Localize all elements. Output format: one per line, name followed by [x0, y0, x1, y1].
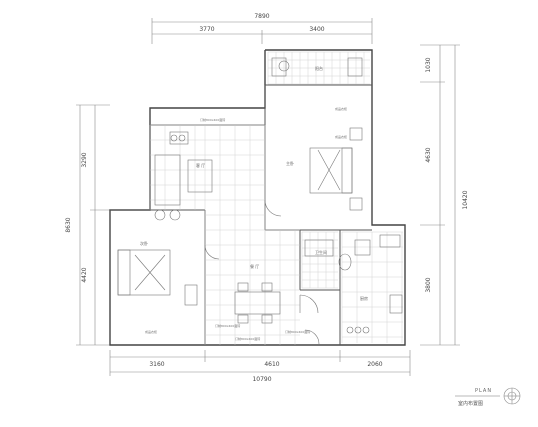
room-balcony: 阳台	[315, 65, 323, 71]
note-2: 成品衣柜	[335, 106, 347, 111]
room-second: 次卧	[140, 240, 148, 246]
dim-bottom-total: 10790	[252, 376, 271, 383]
dim-top-right: 3400	[309, 26, 324, 33]
dim-top-total: 7890	[254, 13, 269, 20]
room-bath: 卫生间	[315, 249, 327, 255]
room-master: 主卧	[286, 160, 294, 166]
room-kitchen: 厨房	[360, 295, 368, 301]
note-3: 成品衣柜	[335, 134, 347, 139]
note-4: 订制800x400面砖	[215, 323, 240, 328]
caption-title: 室内布置图	[458, 400, 483, 407]
dim-left-top: 3290	[81, 152, 88, 167]
caption-brand: PLAN	[475, 388, 492, 394]
note-1: 订制800x400面砖	[200, 117, 225, 122]
note-6: 订制800x400面砖	[235, 336, 260, 341]
room-living: 客 厅	[196, 162, 205, 168]
dim-right-top: 1030	[425, 57, 432, 72]
dim-right-bottom: 3800	[425, 277, 432, 292]
note-7: 订制800x400面砖	[285, 329, 310, 334]
dim-top-left: 3770	[199, 26, 214, 33]
dim-bottom-mid: 4610	[264, 361, 279, 368]
dim-left-total: 8630	[65, 217, 72, 232]
dim-left-bottom: 4420	[81, 267, 88, 282]
dim-bottom-left: 3160	[149, 361, 164, 368]
dim-bottom-right: 2060	[367, 361, 382, 368]
note-5: 成品衣柜	[145, 329, 157, 334]
dim-right-mid: 4630	[425, 147, 432, 162]
compass-icon	[503, 387, 521, 405]
room-dining: 餐 厅	[250, 263, 259, 269]
dim-right-total: 10420	[462, 190, 469, 209]
